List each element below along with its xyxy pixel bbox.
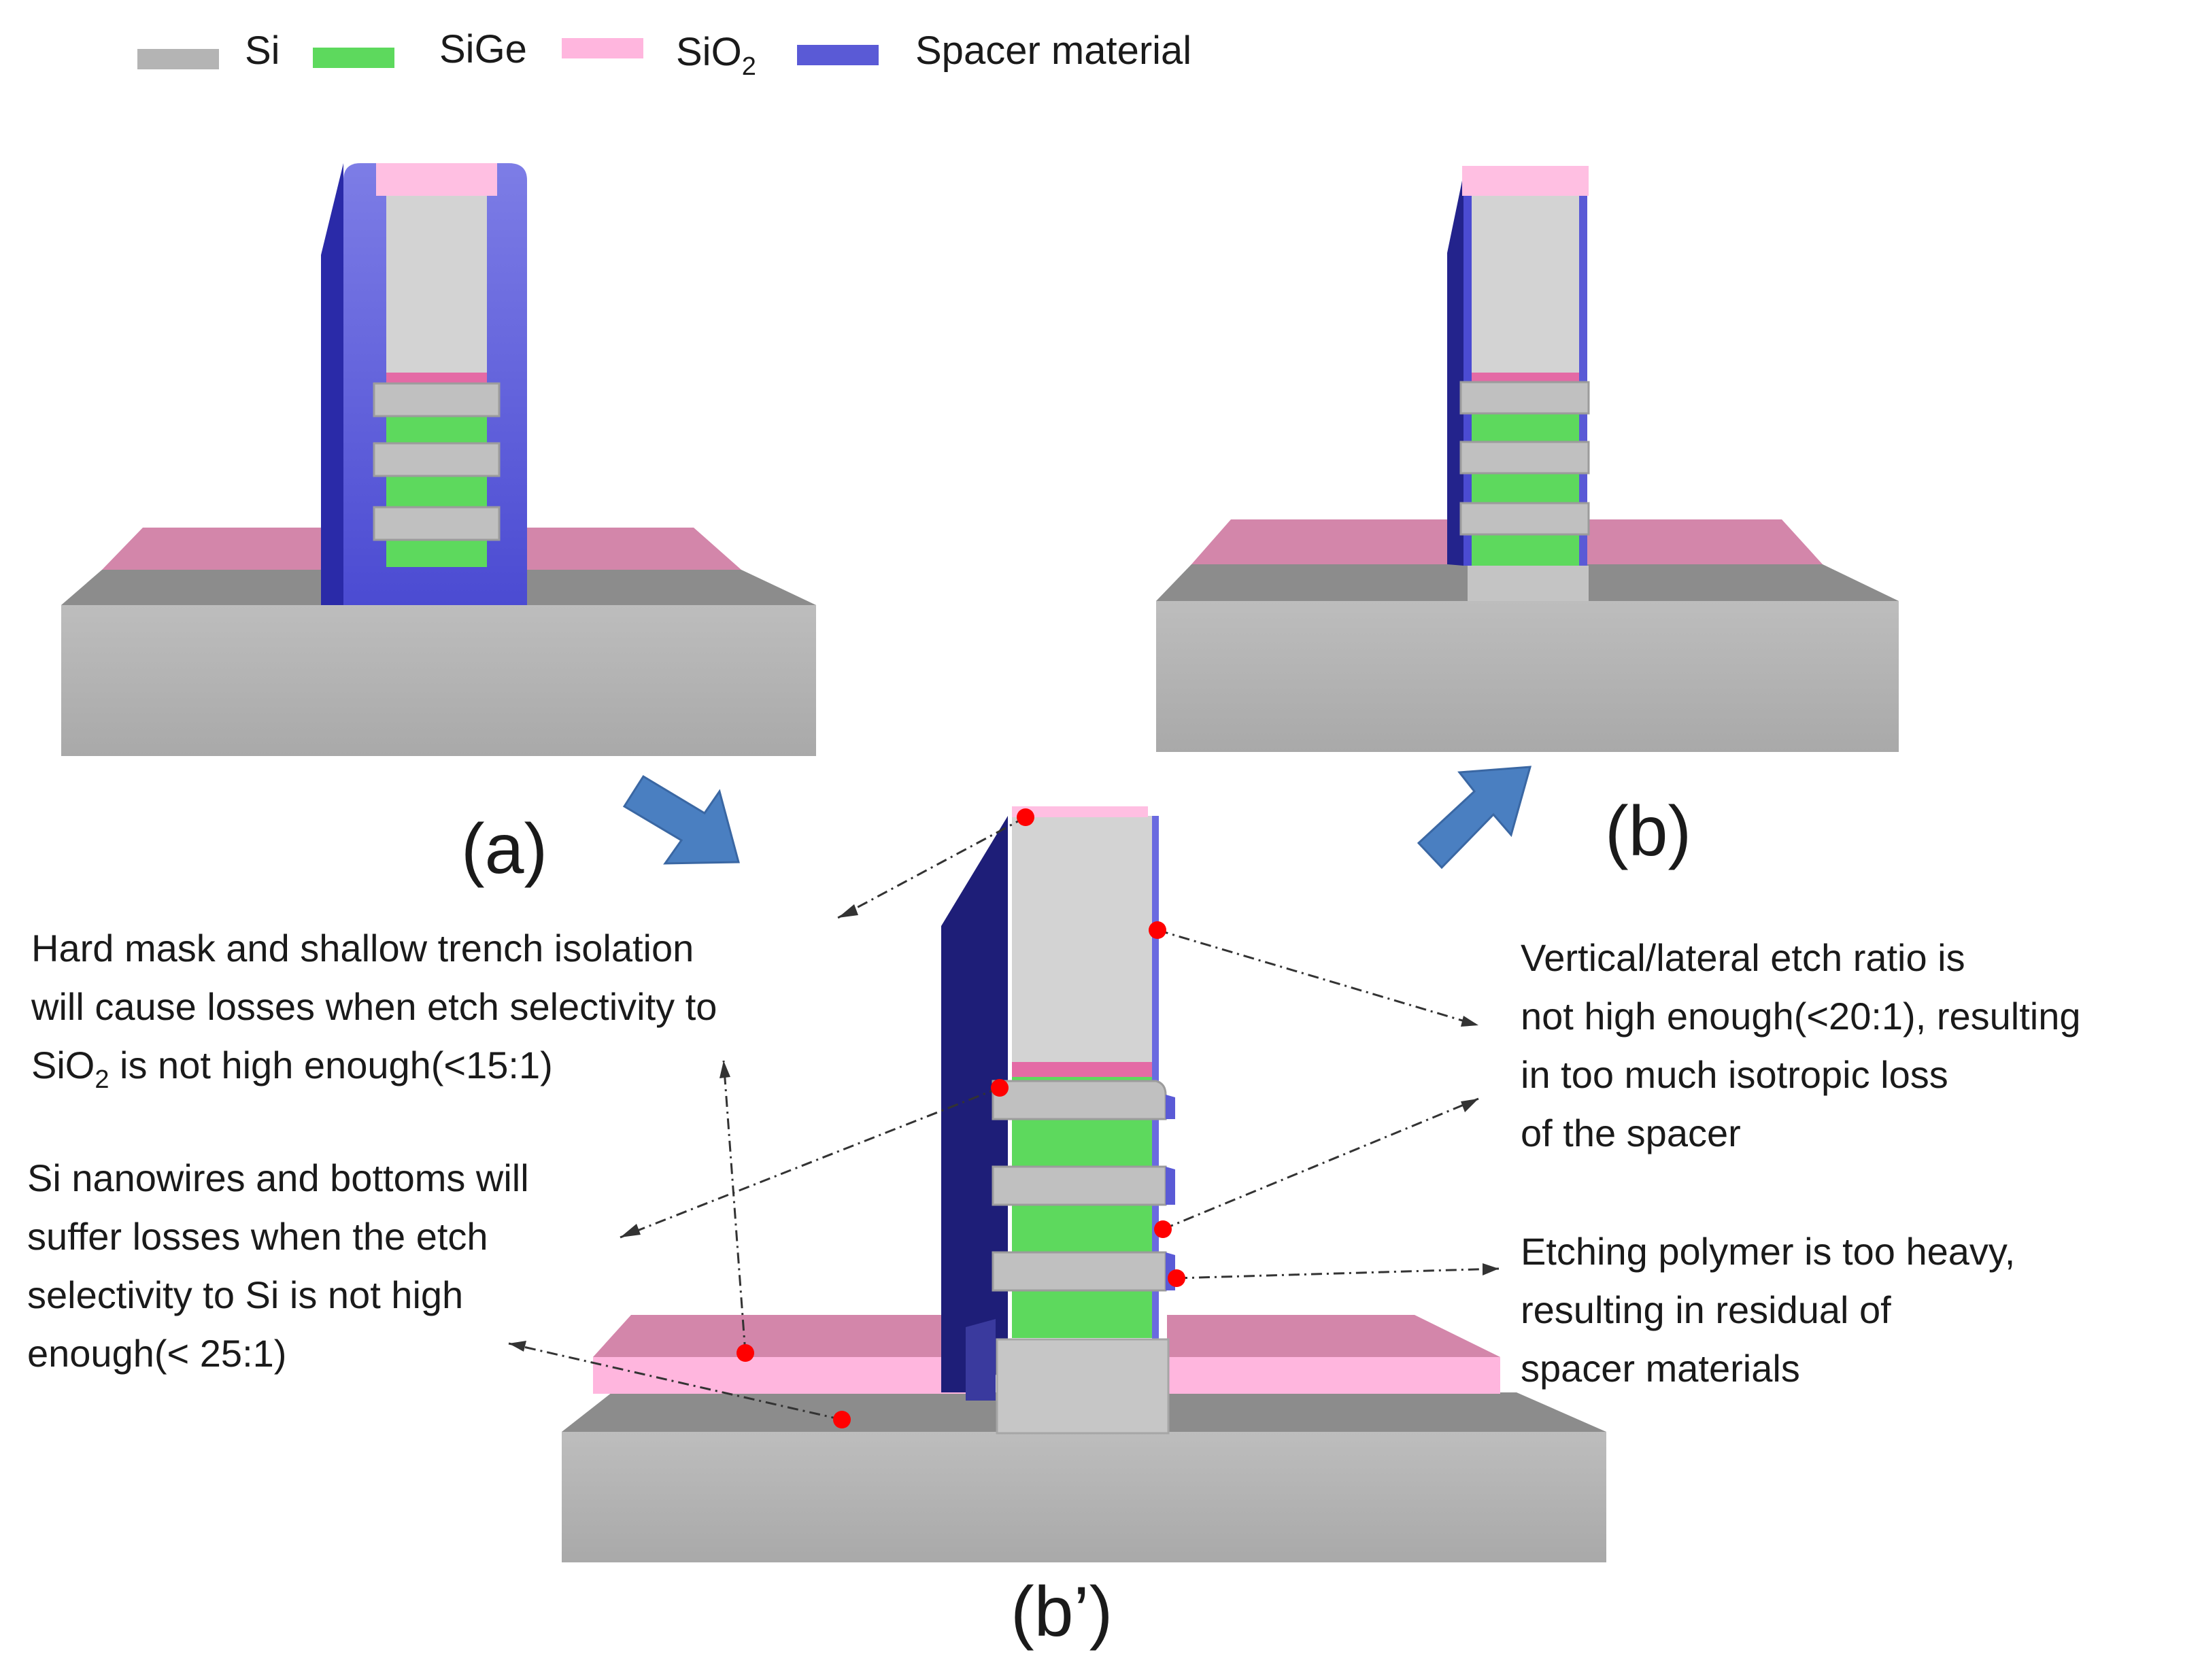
leader-lines	[508, 816, 1500, 1421]
spacer-residue-2	[1166, 1167, 1175, 1205]
si-wire-bp2	[992, 1165, 1167, 1206]
annotation-hardmask: Hard mask and shallow trench isolation w…	[31, 927, 728, 1094]
si-wire-a3	[373, 506, 501, 541]
substrate-front-a	[61, 605, 816, 756]
oxide-cap-bp	[1012, 806, 1148, 817]
legend-label-sige: SiGe	[439, 27, 527, 71]
process-arrow-down	[622, 774, 740, 865]
annotation-polymer: Etching polymer is too heavy, resulting …	[1521, 1230, 2026, 1390]
spacer-residue-1	[1166, 1095, 1175, 1119]
legend-label-si: Si	[245, 29, 280, 73]
marker-bottom	[833, 1411, 851, 1428]
marker-hardmask	[1017, 808, 1034, 826]
sige-layer-bp	[1012, 1077, 1152, 1338]
substrate-front-bp	[562, 1432, 1606, 1562]
legend-swatch-sio2	[562, 38, 643, 58]
oxide-cap-b	[1462, 166, 1589, 196]
marker-sidewall	[1149, 921, 1166, 939]
si-core-bp	[1012, 816, 1152, 1062]
spacer-side-bp	[941, 816, 1008, 1392]
si-wire-b2	[1459, 441, 1590, 475]
panel-label-bp: (b’)	[1011, 1573, 1113, 1651]
si-core-b	[1472, 194, 1579, 373]
si-wire-bp1	[992, 1080, 1167, 1120]
marker-sti	[737, 1344, 754, 1362]
structure-a	[61, 163, 816, 756]
panel-label-a: (a)	[461, 810, 547, 889]
si-wire-a2	[373, 442, 501, 477]
si-wire-b3	[1459, 502, 1590, 536]
substrate-front-b	[1156, 601, 1899, 752]
spacer-side-a	[321, 163, 343, 605]
defect-markers	[737, 808, 1185, 1428]
si-wire-a1	[373, 382, 501, 417]
process-arrow-up	[1417, 766, 1532, 870]
legend-label-spacer: Spacer material	[915, 29, 1191, 73]
sti-oxide-right-front-bp	[1167, 1357, 1500, 1394]
si-wire-b1	[1459, 381, 1590, 415]
fin-base-b	[1468, 566, 1589, 601]
marker-nanowire	[991, 1079, 1009, 1097]
oxide-line-b	[1472, 373, 1579, 382]
annotation-nanowire: Si nanowires and bottoms will suffer los…	[27, 1156, 539, 1375]
oxide-line-a	[386, 373, 487, 383]
legend-label-sio2: SiO2	[676, 30, 756, 81]
marker-polymer	[1168, 1269, 1185, 1287]
structure-b	[1156, 166, 1899, 752]
spacer-side-b	[1447, 174, 1463, 566]
oxide-line-bp	[1012, 1062, 1152, 1077]
annotation-ratio: Vertical/lateral etch ratio is not high …	[1521, 936, 2091, 1154]
si-core-a	[386, 194, 487, 373]
marker-isotropic	[1154, 1220, 1172, 1238]
sti-oxide-left-front-bp	[593, 1357, 966, 1394]
legend: Si SiGe SiO2 Spacer material	[137, 27, 1191, 81]
legend-swatch-si	[137, 49, 219, 69]
panel-label-b: (b)	[1605, 792, 1691, 871]
structure-bp	[562, 806, 1606, 1562]
fin-base-bp	[996, 1338, 1170, 1435]
spacer-side-notch-bp	[966, 1319, 996, 1401]
oxide-cap-a	[376, 163, 497, 196]
legend-swatch-sige	[313, 48, 394, 68]
legend-swatch-spacer	[797, 45, 879, 65]
si-wire-bp3	[992, 1251, 1167, 1292]
